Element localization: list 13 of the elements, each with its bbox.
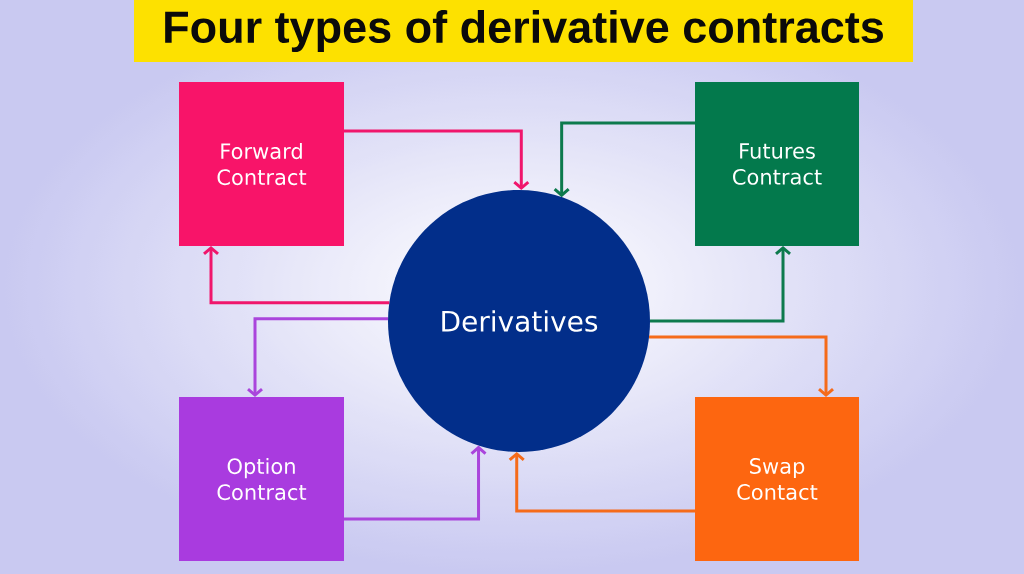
arrow (508, 452, 695, 513)
category-box: Swap Contact (695, 397, 859, 561)
arrow (203, 246, 390, 305)
arrow (344, 129, 530, 191)
category-box: Forward Contract (179, 82, 344, 246)
title-banner: Four types of derivative contracts (134, 0, 913, 62)
category-box: Futures Contract (695, 82, 859, 246)
arrow (649, 335, 834, 397)
arrow (650, 246, 791, 323)
arrow (553, 121, 695, 198)
category-box: Option Contract (179, 397, 344, 561)
arrow (247, 317, 389, 397)
arrow (344, 445, 487, 521)
